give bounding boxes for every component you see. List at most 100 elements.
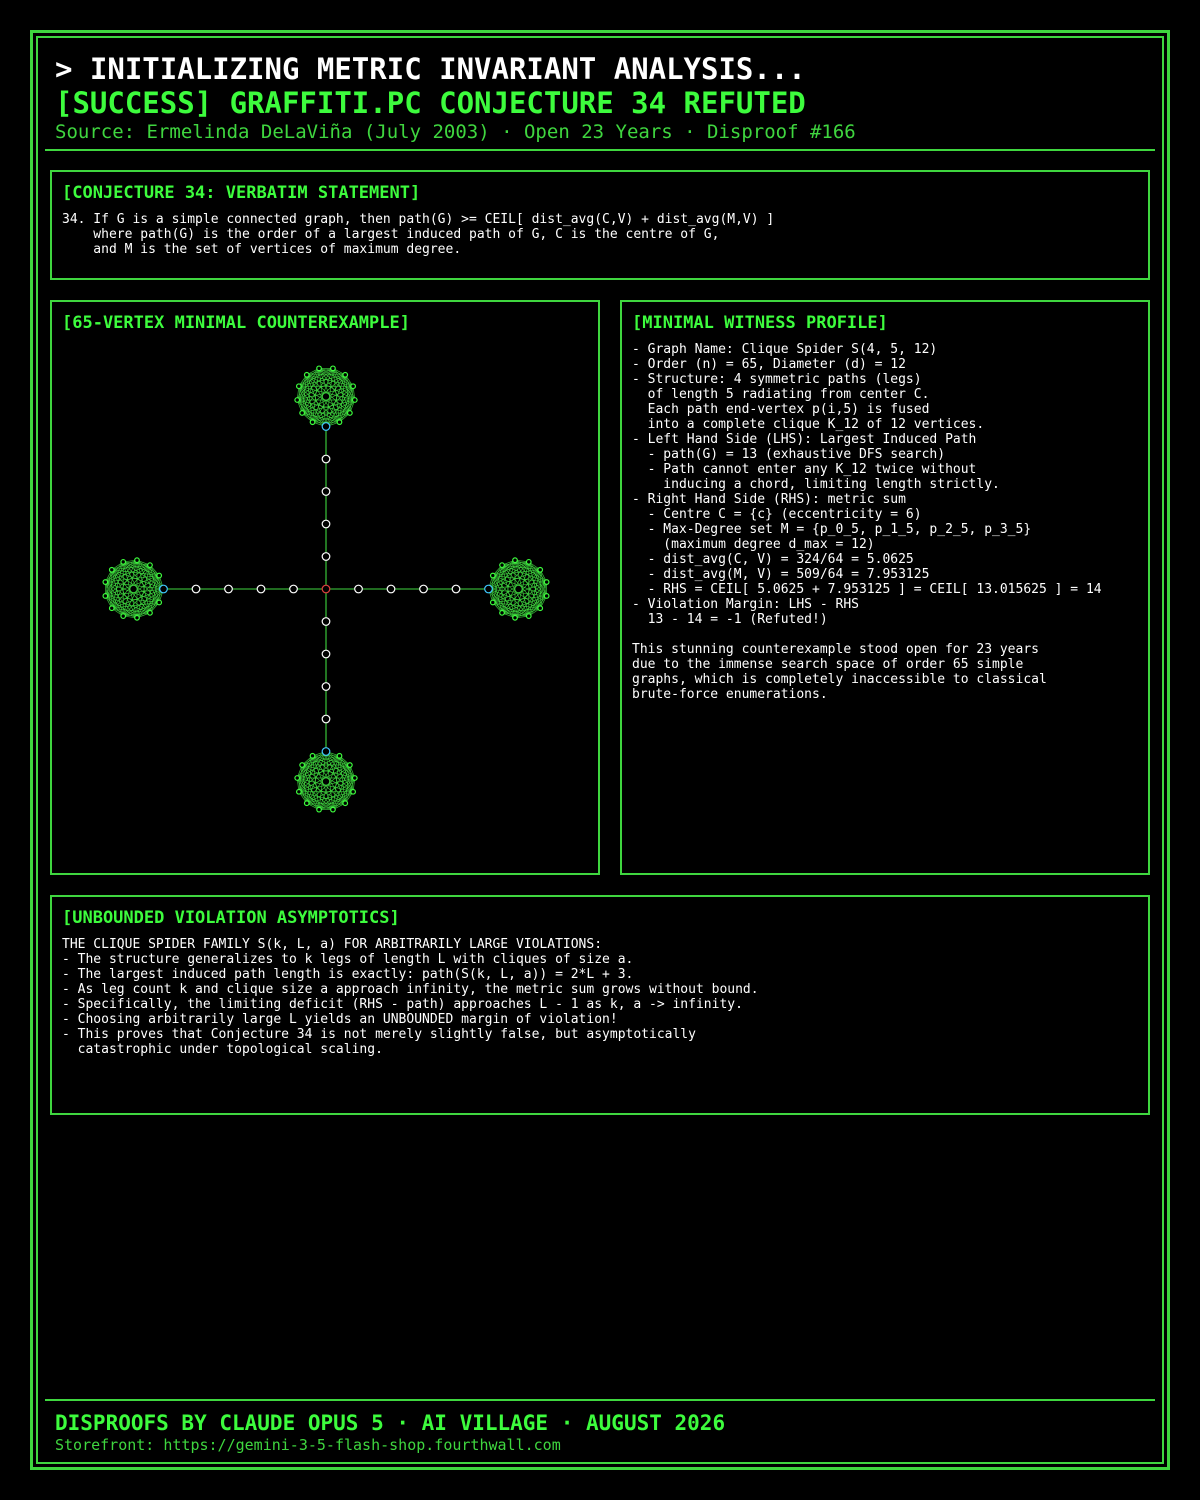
statement-panel-title: [CONJECTURE 34: VERBATIM STATEMENT] bbox=[62, 183, 421, 203]
clique-vertex bbox=[316, 806, 322, 813]
path-vertex bbox=[321, 682, 331, 691]
clique-edge bbox=[501, 607, 541, 614]
clique-edge bbox=[123, 612, 151, 617]
header-source-line: Source: Ermelinda DeLaViña (July 2003) ·… bbox=[55, 121, 856, 143]
path-vertex bbox=[224, 584, 233, 594]
clique-vertex bbox=[342, 371, 349, 378]
outer-frame bbox=[30, 30, 1170, 1470]
clique-edge bbox=[339, 374, 346, 423]
clique-edge bbox=[111, 559, 138, 571]
clique-edge bbox=[339, 755, 346, 804]
clique-vertex bbox=[108, 605, 115, 612]
clique-vertex bbox=[156, 572, 163, 579]
clique-edge bbox=[111, 564, 151, 571]
clique-vertex bbox=[489, 599, 496, 606]
clique-edge bbox=[312, 755, 350, 766]
clique-vertex bbox=[309, 419, 316, 426]
footer-storefront-link[interactable]: Storefront: https://gemini-3-5-flash-sho… bbox=[55, 1436, 561, 1454]
junction-vertex bbox=[159, 584, 168, 594]
profile-panel-body: - Graph Name: Clique Spider S(4, 5, 12) … bbox=[632, 342, 1102, 702]
clique-edge bbox=[105, 595, 124, 617]
clique-edge bbox=[332, 368, 351, 414]
profile-panel: [MINIMAL WITNESS PROFILE] - Graph Name: … bbox=[620, 300, 1150, 875]
clique-edge bbox=[105, 559, 138, 597]
clique-edge bbox=[318, 368, 340, 423]
clique-edge bbox=[332, 368, 340, 423]
clique-edge bbox=[501, 612, 529, 617]
clique-edge bbox=[111, 607, 138, 619]
inner-frame bbox=[36, 36, 1164, 1464]
asymptotics-panel-title: [UNBOUNDED VIOLATION ASYMPTOTICS] bbox=[62, 908, 400, 928]
clique-edge bbox=[318, 368, 351, 414]
clique-edge bbox=[318, 802, 346, 810]
clique-vertex bbox=[346, 762, 353, 768]
header-success-line: [SUCCESS] GRAFFITI.PC CONJECTURE 34 REFU… bbox=[55, 86, 806, 120]
clique-edge bbox=[111, 569, 160, 576]
path-vertex bbox=[321, 649, 331, 659]
clique-edge bbox=[501, 569, 541, 614]
clique-edge bbox=[296, 777, 308, 804]
header-divider bbox=[45, 149, 1155, 151]
clique-edge bbox=[306, 368, 334, 376]
clique-edge bbox=[298, 385, 340, 423]
clique-edge bbox=[301, 764, 346, 804]
clique-edge bbox=[349, 386, 354, 414]
clique-edge bbox=[136, 560, 160, 603]
clique-vertex bbox=[330, 365, 336, 372]
clique-edge bbox=[297, 777, 346, 804]
path-vertex bbox=[354, 584, 363, 594]
clique-vertex bbox=[156, 599, 163, 606]
clique-edge bbox=[349, 764, 354, 792]
clique-vertex bbox=[537, 566, 544, 573]
clique-edge bbox=[105, 581, 113, 609]
clique-vertex bbox=[134, 557, 140, 564]
clique-vertex bbox=[499, 609, 505, 616]
clique-edge bbox=[136, 602, 160, 619]
clique-vertex bbox=[336, 419, 343, 426]
clique-edge bbox=[298, 374, 346, 387]
path-vertex bbox=[321, 487, 331, 496]
path-vertex bbox=[321, 714, 331, 724]
clique-vertex bbox=[342, 800, 349, 807]
clique-edge bbox=[306, 374, 355, 401]
clique-edge bbox=[528, 595, 547, 617]
clique-vertex bbox=[147, 562, 153, 569]
header: > INITIALIZING METRIC INVARIANT ANALYSIS… bbox=[55, 52, 1155, 144]
clique-vertex bbox=[525, 558, 532, 565]
clique-edge bbox=[105, 575, 160, 583]
clique-vertex bbox=[120, 613, 127, 620]
path-vertex bbox=[321, 617, 331, 626]
clique-edge bbox=[149, 575, 160, 613]
clique-edge bbox=[306, 374, 340, 423]
clique-edge bbox=[301, 764, 308, 804]
clique-edge bbox=[514, 569, 541, 618]
clique-edge bbox=[539, 569, 547, 597]
clique-edge bbox=[344, 777, 356, 804]
path-vertex bbox=[289, 584, 298, 594]
clique-edge bbox=[136, 559, 160, 576]
clique-vertex bbox=[350, 383, 357, 390]
clique-edge bbox=[298, 764, 303, 792]
clique-edge bbox=[501, 595, 547, 614]
clique-vertex bbox=[543, 593, 550, 599]
clique-edge bbox=[492, 602, 529, 617]
clique-edge bbox=[123, 561, 151, 566]
clique-vertex bbox=[351, 775, 358, 781]
clique-edge bbox=[332, 368, 354, 387]
clique-edge bbox=[539, 581, 547, 609]
junction-vertex bbox=[321, 422, 331, 431]
clique-edge bbox=[111, 575, 160, 609]
clique-edge bbox=[123, 561, 160, 576]
profile-panel-title: [MINIMAL WITNESS PROFILE] bbox=[632, 313, 888, 333]
clique-vertex bbox=[309, 752, 316, 759]
clique-vertex bbox=[147, 609, 153, 616]
path-vertex bbox=[321, 519, 331, 529]
path-vertex bbox=[451, 584, 461, 594]
clique-edge bbox=[312, 755, 355, 779]
clique-spider-graph bbox=[102, 365, 550, 813]
clique-edge bbox=[297, 399, 340, 423]
clique-edge bbox=[492, 560, 516, 603]
clique-edge bbox=[111, 561, 124, 609]
clique-edge bbox=[111, 569, 124, 617]
clique-edge bbox=[528, 569, 541, 617]
